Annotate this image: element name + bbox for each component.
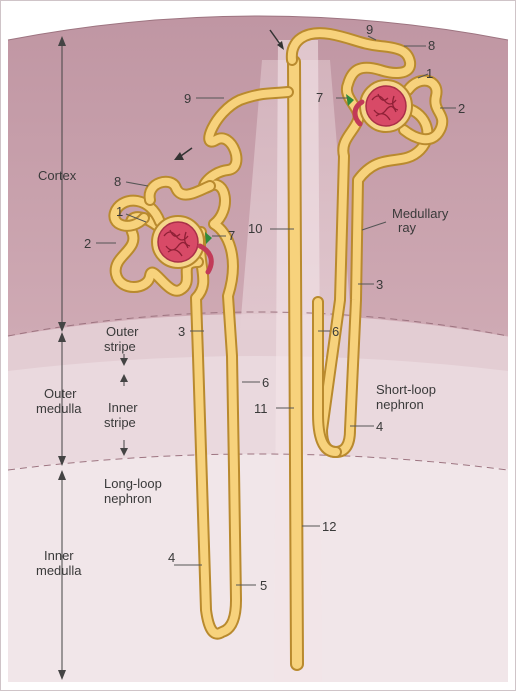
label-9-right: 9 [366,22,373,37]
label-5: 5 [260,578,267,593]
label-6-right: 6 [332,324,339,339]
long-loop-label-line2: nephron [104,491,152,506]
label-1-right: 1 [426,66,433,81]
label-3-left: 3 [178,324,185,339]
outer-medulla-label-line2: medulla [36,401,82,416]
label-12: 12 [322,519,336,534]
label-1-left: 1 [116,204,123,219]
label-3-right: 3 [376,277,383,292]
label-7-left: 7 [228,228,235,243]
label-2-left: 2 [84,236,91,251]
medullary-ray-label-line1: Medullary [392,206,449,221]
label-8-left: 8 [114,174,121,189]
inner-medulla-label-line1: Inner [44,548,74,563]
label-8-right: 8 [428,38,435,53]
cortex-label: Cortex [38,168,77,183]
outer-stripe-label-line2: stripe [104,339,136,354]
label-6-left: 6 [262,375,269,390]
label-10: 10 [248,221,262,236]
short-loop-label-line2: nephron [376,397,424,412]
collecting-duct [294,62,297,664]
label-4-left: 4 [168,550,175,565]
outer-medulla-label-line1: Outer [44,386,77,401]
label-2-right: 2 [458,101,465,116]
outer-stripe-label-line1: Outer [106,324,139,339]
label-4-right: 4 [376,419,383,434]
inner-stripe-label-line2: stripe [104,415,136,430]
short-loop-label-line1: Short-loop [376,382,436,397]
inner-medulla-label-line2: medulla [36,563,82,578]
medullary-ray-label-line2: ray [398,220,417,235]
label-9-left: 9 [184,91,191,106]
label-7-right: 7 [316,90,323,105]
long-loop-label-line1: Long-loop [104,476,162,491]
label-11: 11 [254,401,268,416]
inner-stripe-label-line1: Inner [108,400,138,415]
